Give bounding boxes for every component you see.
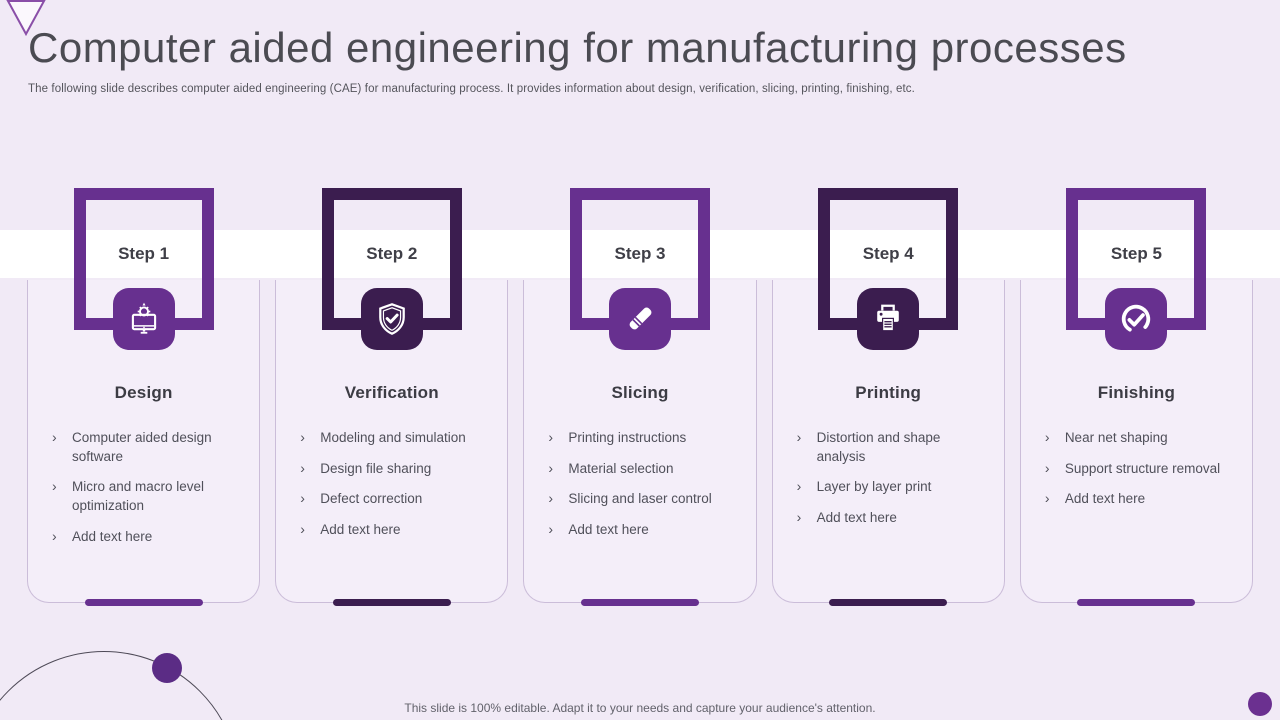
step-title: Verification <box>344 383 439 402</box>
bullet-item: Layer by layer print <box>795 477 990 497</box>
step-label: Step 5 <box>1110 244 1162 263</box>
purple-dot-decoration <box>152 653 182 683</box>
bullet-list: Computer aided design software Micro and… <box>28 428 259 547</box>
bullet-item: Add text here <box>795 508 990 528</box>
card-accent-bar <box>332 599 451 606</box>
bullet-item: Near net shaping <box>1043 428 1238 448</box>
bullet-item: Defect correction <box>298 489 493 509</box>
eraser-icon <box>609 288 671 350</box>
shield-check-icon <box>360 288 423 350</box>
step-label: Step 1 <box>118 244 170 263</box>
bullet-item: Add text here <box>1043 489 1238 509</box>
step-title: Printing <box>855 383 922 402</box>
page-title: Computer aided engineering for manufactu… <box>28 24 1127 71</box>
monitor-gear-icon <box>112 288 175 350</box>
bullet-list: Modeling and simulation Design file shar… <box>276 428 507 540</box>
step-frame <box>570 188 710 330</box>
steps-row: Step 1 Design <box>27 0 1254 720</box>
step-column-verification: Step 2 Verification Modeling and simulat… <box>275 0 509 720</box>
triangle-decoration-icon <box>6 0 46 37</box>
bullet-item: Slicing and laser control <box>546 489 741 509</box>
card-accent-bar <box>581 599 699 606</box>
page-subtitle: The following slide describes computer a… <box>28 83 915 95</box>
bullet-item: Design file sharing <box>298 459 493 479</box>
step-card: Slicing Printing instructions Material s… <box>523 280 757 606</box>
step-column-design: Step 1 Design <box>27 0 261 720</box>
bullet-item: Micro and macro level optimization <box>50 477 245 515</box>
bullet-item: Material selection <box>546 459 741 479</box>
step-title: Slicing <box>611 383 669 402</box>
step-column-finishing: Step 5 Finishing Near net shaping Suppor… <box>1019 0 1254 720</box>
bullet-item: Support structure removal <box>1043 459 1238 479</box>
bullet-item: Distortion and shape analysis <box>795 428 990 466</box>
circle-check-icon <box>1105 288 1168 350</box>
card-accent-bar <box>84 599 203 606</box>
bullet-list: Printing instructions Material selection… <box>524 428 755 540</box>
card-accent-bar <box>829 599 948 606</box>
step-frame <box>321 188 462 330</box>
bullet-list: Near net shaping Support structure remov… <box>1021 428 1252 509</box>
bullet-item: Add text here <box>546 520 741 540</box>
step-title: Design <box>114 383 173 402</box>
purple-dot-decoration <box>1248 692 1272 716</box>
bullet-item: Computer aided design software <box>50 428 245 466</box>
step-label: Step 3 <box>614 244 666 263</box>
printer-icon <box>857 288 920 350</box>
step-column-printing: Step 4 Printing Distortion an <box>771 0 1005 720</box>
step-frame <box>1066 188 1207 330</box>
bullet-item: Add text here <box>298 520 493 540</box>
footer-note: This slide is 100% editable. Adapt it to… <box>404 701 876 715</box>
step-frame <box>818 188 959 330</box>
bullet-item: Modeling and simulation <box>298 428 493 448</box>
step-title: Finishing <box>1097 383 1176 402</box>
header: Computer aided engineering for manufactu… <box>28 24 1252 95</box>
card-accent-bar <box>1077 599 1196 606</box>
bullet-item: Printing instructions <box>546 428 741 448</box>
step-label: Step 4 <box>862 244 914 263</box>
bullet-list: Distortion and shape analysis Layer by l… <box>773 428 1004 528</box>
bullet-item: Add text here <box>50 527 245 547</box>
step-column-slicing: Step 3 Slicing Printing instructions Mat… <box>523 0 757 720</box>
step-label: Step 2 <box>366 244 418 263</box>
